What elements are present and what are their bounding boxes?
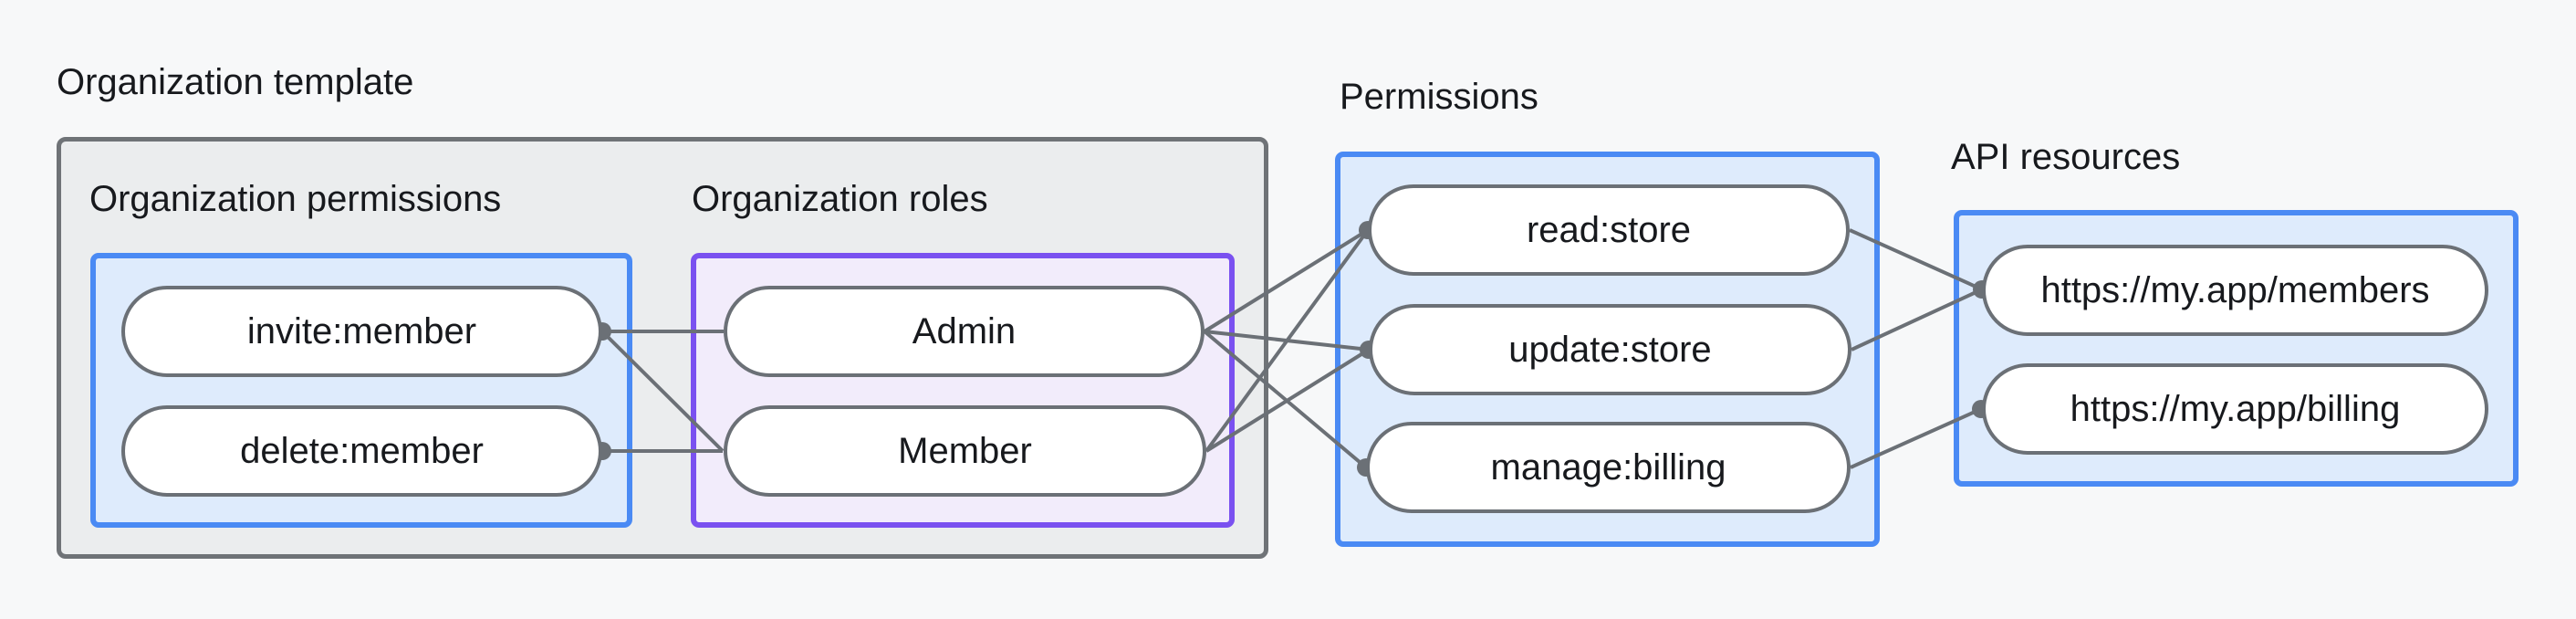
edge-member-read-store (1205, 228, 1370, 453)
node-admin: Admin (724, 286, 1205, 377)
edge-manage-billing-billing-url (1850, 407, 1982, 469)
node-update-store: update:store (1369, 304, 1851, 395)
node-read-store: read:store (1368, 184, 1850, 276)
edge-member-update-store (1205, 348, 1371, 453)
permissions-title: Permissions (1340, 77, 1538, 117)
edge-admin-read-store (1203, 228, 1370, 333)
node-members-url: https://my.app/members (1982, 245, 2488, 336)
organization-roles-title: Organization roles (692, 179, 988, 219)
node-manage-billing: manage:billing (1366, 422, 1851, 513)
edge-invite-member (600, 330, 725, 453)
node-invite-member: invite:member (121, 286, 602, 377)
edge-admin-manage-billing (1203, 330, 1368, 469)
organization-permissions-title: Organization permissions (89, 179, 502, 219)
node-billing-url: https://my.app/billing (1982, 363, 2488, 455)
node-delete-member: delete:member (121, 405, 602, 497)
api-resources-title: API resources (1951, 137, 2181, 177)
node-member: Member (724, 405, 1206, 497)
organization-template-title: Organization template (57, 62, 414, 102)
edge-read-store-members-url (1849, 228, 1983, 291)
edge-update-store-members-url (1851, 288, 1983, 351)
